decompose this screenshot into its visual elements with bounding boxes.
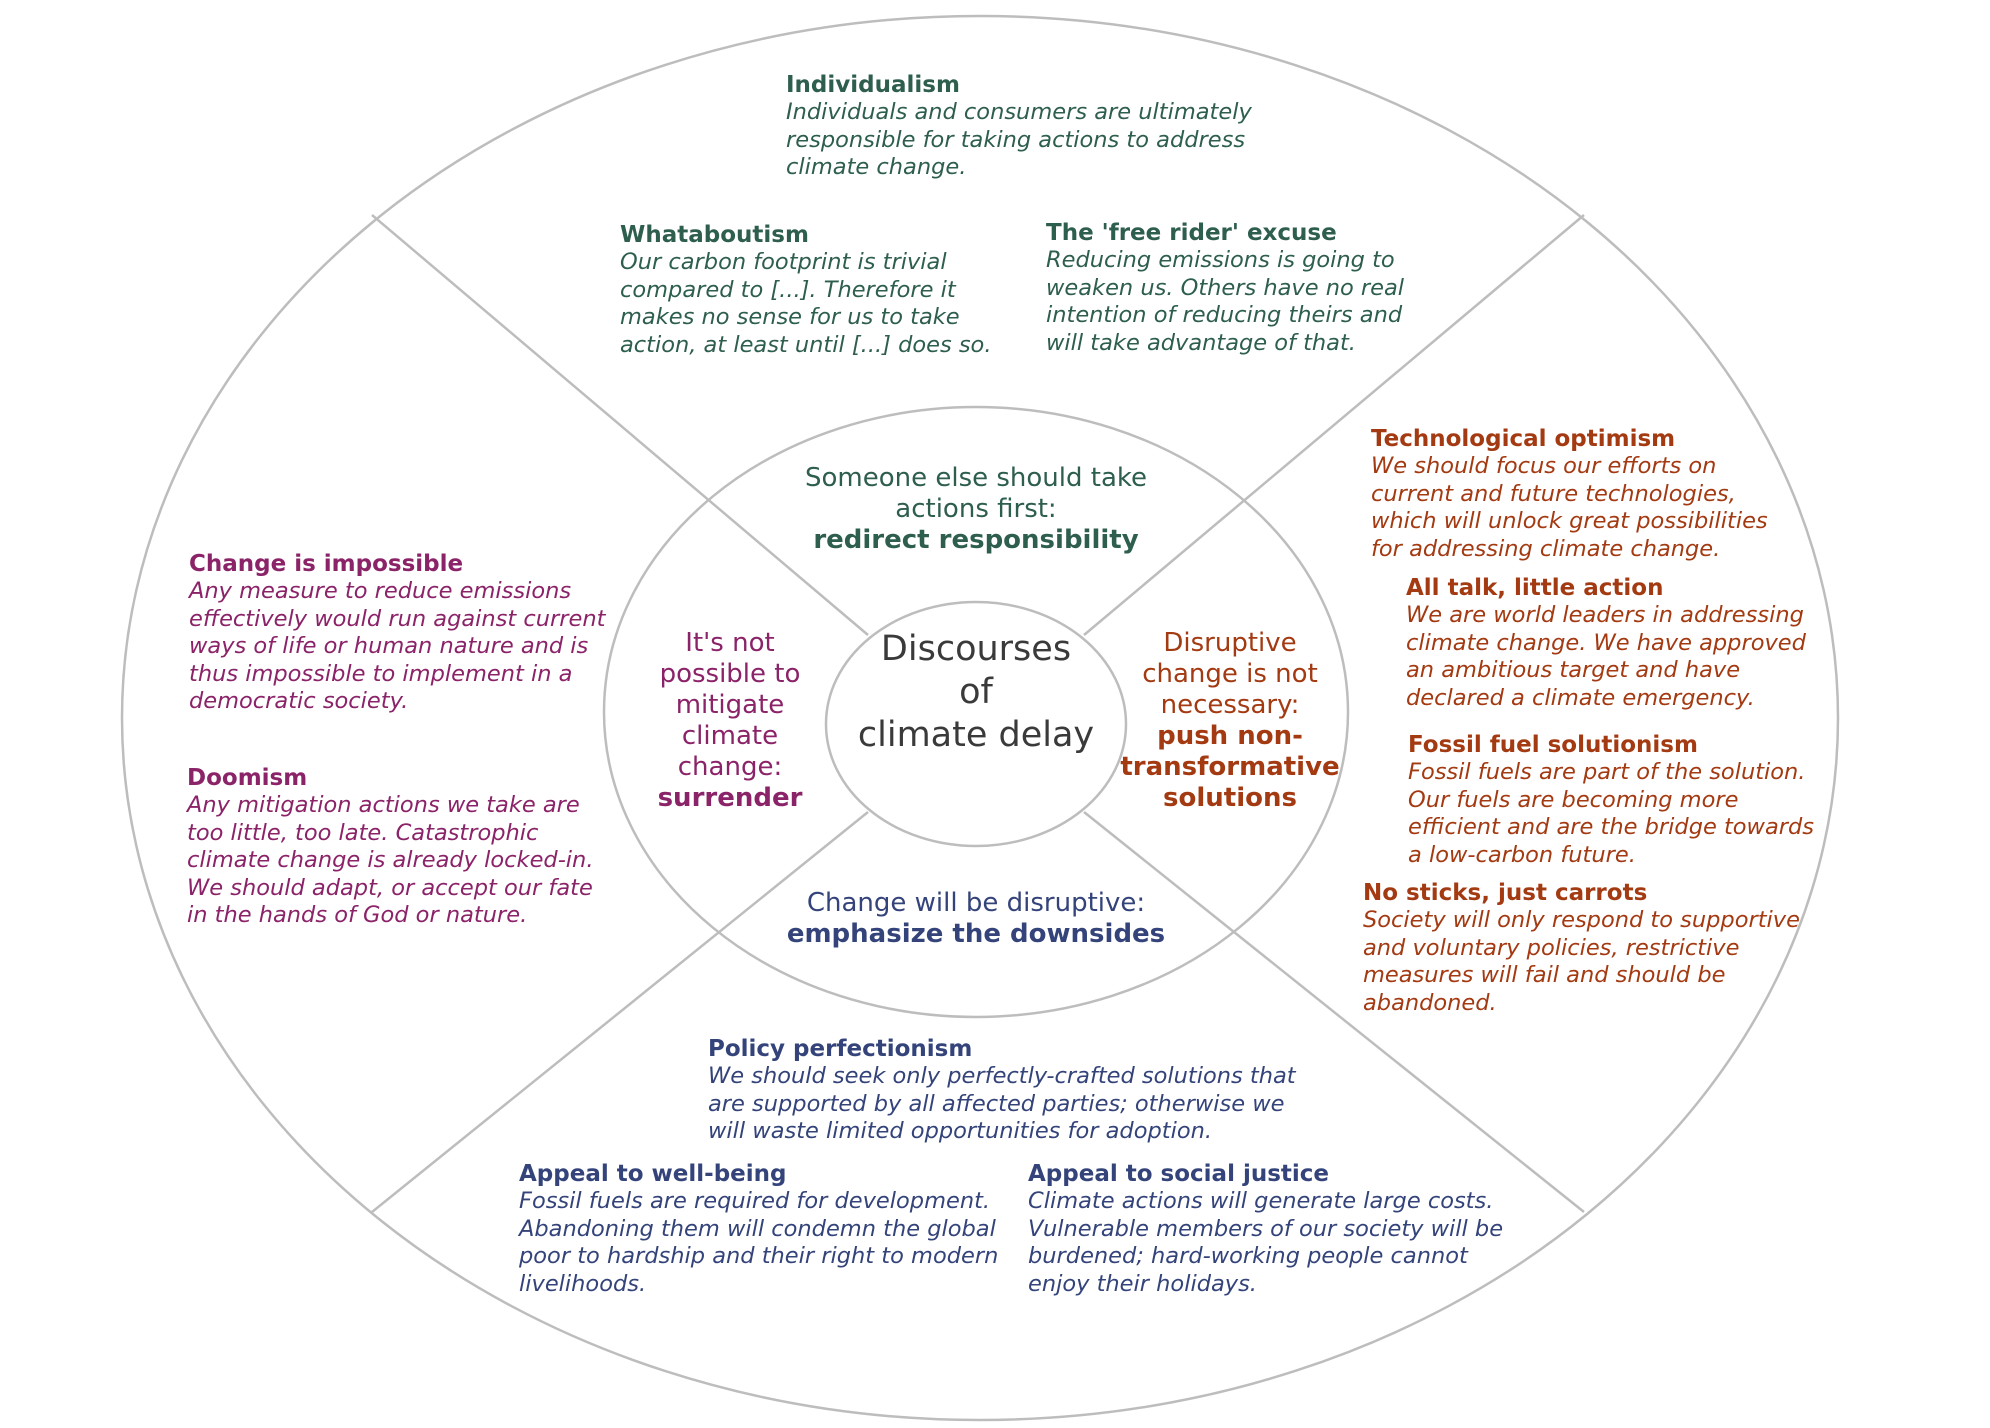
discourse-doomism: Doomism Any mitigation actions we take a…	[187, 764, 593, 930]
discourse-body: Fossil fuels are part of the solution. O…	[1408, 759, 1814, 868]
divider-bottom-left	[371, 811, 869, 1213]
divider-top-left	[371, 214, 869, 636]
divider-bottom-right	[1083, 811, 1585, 1213]
discourse-title: Change is impossible	[189, 551, 464, 577]
discourse-title: Individualism	[786, 72, 960, 98]
discourse-policy-perfectionism: Policy perfectionism We should seek only…	[708, 1035, 1296, 1146]
strategy-prefix: It's not possible to mitigate climate ch…	[659, 628, 801, 782]
center-title: Discourses of climate delay	[857, 629, 1095, 755]
discourse-title: Policy perfectionism	[708, 1036, 973, 1062]
discourse-free-rider-excuse: The 'free rider' excuse Reducing emissio…	[1046, 219, 1404, 357]
strategy-prefix: Someone else should take actions first:	[804, 463, 1148, 524]
discourse-body: Fossil fuels are required for developmen…	[519, 1188, 999, 1297]
middle-ellipse	[602, 405, 1350, 1019]
discourse-individualism: Individualism Individuals and consumers …	[786, 71, 1252, 182]
discourse-all-talk-little-action: All talk, little action We are world lea…	[1406, 574, 1806, 712]
discourse-body: Individuals and consumers are ultimately…	[786, 99, 1252, 180]
discourse-body: Society will only respond to supportive …	[1363, 907, 1800, 1016]
strategy-name: emphasize the downsides	[786, 919, 1166, 949]
discourse-title: No sticks, just carrots	[1363, 880, 1648, 906]
discourse-body: We should focus our efforts on current a…	[1371, 453, 1768, 562]
strategy-prefix: Disruptive change is not necessary:	[1142, 628, 1318, 720]
strategy-redirect-responsibility: Someone else should take actions first: …	[756, 463, 1196, 556]
strategy-push-non-transformative-solutions: Disruptive change is not necessary: push…	[1110, 628, 1350, 814]
discourse-appeal-to-social-justice: Appeal to social justice Climate actions…	[1028, 1160, 1503, 1298]
discourse-body: Climate actions will generate large cost…	[1028, 1188, 1504, 1297]
divider-top-right	[1083, 214, 1585, 636]
strategy-name: surrender	[657, 783, 803, 813]
discourse-title: Appeal to well-being	[519, 1161, 787, 1187]
discourse-body: Our carbon footprint is trivial compared…	[620, 249, 992, 358]
discourse-body: Any mitigation actions we take are too l…	[187, 792, 594, 928]
strategy-emphasize-the-downsides: Change will be disruptive: emphasize the…	[756, 888, 1196, 950]
strategy-surrender: It's not possible to mitigate climate ch…	[625, 628, 835, 814]
discourse-appeal-to-well-being: Appeal to well-being Fossil fuels are re…	[519, 1160, 998, 1298]
discourse-whataboutism: Whataboutism Our carbon footprint is tri…	[620, 221, 991, 359]
discourse-body: Reducing emissions is going to weaken us…	[1046, 247, 1405, 356]
discourse-title: Fossil fuel solutionism	[1408, 732, 1698, 758]
strategy-prefix: Change will be disruptive:	[806, 888, 1146, 918]
outer-ellipse	[120, 14, 1840, 1422]
strategy-name: push non- transformative solutions	[1120, 721, 1340, 813]
inner-ellipse	[824, 600, 1128, 848]
discourse-title: The 'free rider' excuse	[1046, 220, 1337, 246]
discourse-title: Doomism	[187, 765, 308, 791]
discourse-no-sticks-just-carrots: No sticks, just carrots Society will onl…	[1363, 879, 1800, 1017]
discourse-body: Any measure to reduce emissions effectiv…	[189, 578, 606, 714]
discourse-title: Whataboutism	[620, 222, 809, 248]
strategy-name: redirect responsibility	[813, 525, 1139, 555]
discourse-body: We are world leaders in addressing clima…	[1406, 602, 1806, 711]
discourse-title: Technological optimism	[1371, 426, 1676, 452]
discourse-body: We should seek only perfectly-crafted so…	[708, 1063, 1296, 1144]
discourse-change-is-impossible: Change is impossible Any measure to redu…	[189, 550, 605, 716]
discourse-title: Appeal to social justice	[1028, 1161, 1330, 1187]
discourse-fossil-fuel-solutionism: Fossil fuel solutionism Fossil fuels are…	[1408, 731, 1814, 869]
discourse-technological-optimism: Technological optimism We should focus o…	[1371, 425, 1768, 563]
discourse-title: All talk, little action	[1406, 575, 1664, 601]
